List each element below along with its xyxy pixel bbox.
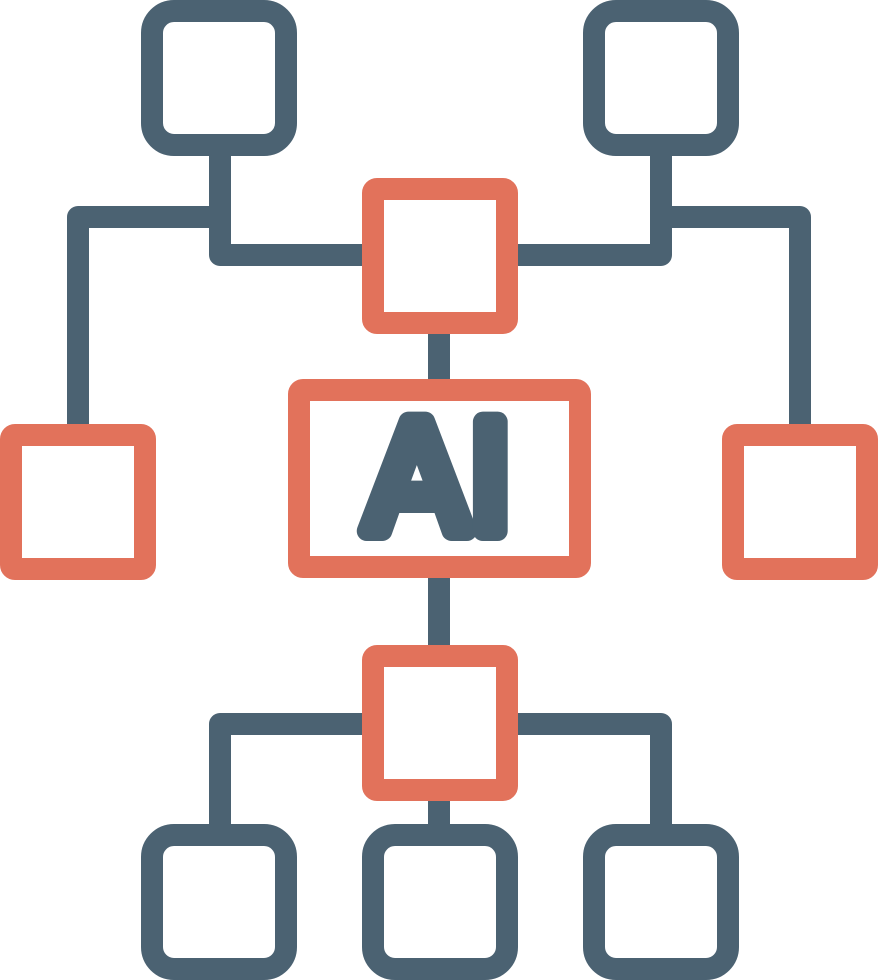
- connectors: [67, 145, 811, 835]
- connector-top-left-to-center: [209, 145, 373, 266]
- middle-right-node: [722, 424, 878, 580]
- bottom-left-node: [141, 824, 297, 980]
- top-right-node: [583, 0, 739, 156]
- coral-nodes: [0, 178, 878, 801]
- bottom-right-node: [583, 824, 739, 980]
- middle-left-node: [0, 424, 156, 580]
- connector-right-branch: [661, 206, 811, 433]
- slate-nodes: [141, 0, 739, 980]
- ai-node: [288, 379, 591, 578]
- connector-top-right-to-center: [507, 145, 672, 266]
- ai-label: AI: [366, 393, 513, 567]
- bottom-middle-node: [362, 824, 518, 980]
- top-left-node: [141, 0, 297, 156]
- bottom-center-node: [362, 645, 518, 801]
- connector-bottom-right: [507, 713, 672, 835]
- connector-bottom-left: [209, 713, 373, 835]
- top-center-node: [362, 178, 518, 334]
- connector-left-branch: [67, 206, 220, 433]
